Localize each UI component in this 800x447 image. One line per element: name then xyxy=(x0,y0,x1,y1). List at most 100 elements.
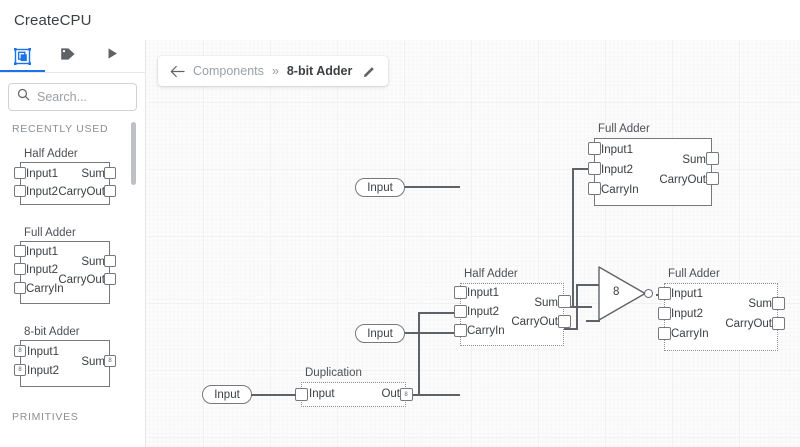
components-tab[interactable] xyxy=(0,40,45,72)
input-pin-3[interactable]: Input xyxy=(202,385,252,404)
breadcrumb: Components » 8-bit Adder xyxy=(158,56,389,86)
wire-segment xyxy=(404,394,460,397)
pin-carryin[interactable] xyxy=(587,182,601,195)
title-bar: CreateCPU xyxy=(0,0,800,40)
pin-label-carryin: CarryIn xyxy=(671,328,709,340)
pin-sum[interactable] xyxy=(771,297,785,310)
library-item-title: Full Adder xyxy=(24,227,76,239)
pin-label-input2: Input2 xyxy=(601,164,633,176)
wire-segment xyxy=(418,312,421,396)
schematic-canvas[interactable]: Components » 8-bit Adder xyxy=(146,40,800,447)
not-gate-label: 8 xyxy=(613,286,620,298)
node-body[interactable]: Input1 Input2 CarryIn Sum CarryOut xyxy=(587,138,719,206)
pin-carryin[interactable] xyxy=(14,282,26,294)
pin-label-sum: Sum xyxy=(682,154,706,166)
pin-label-input1: Input1 xyxy=(27,346,59,358)
input-pin-1[interactable]: Input xyxy=(355,178,405,197)
pin-label-input2: Input2 xyxy=(26,264,58,276)
pin-label-carryin: CarryIn xyxy=(467,325,505,337)
pin-input1[interactable] xyxy=(657,287,671,300)
pencil-icon[interactable] xyxy=(363,65,376,78)
node-body[interactable]: Input1 Input2 CarryIn Sum CarryOut xyxy=(453,283,571,346)
section-recently-used: RECENTLY USED xyxy=(12,123,109,135)
library-item-full-adder[interactable]: Full Adder Input1 Input2 CarryIn Sum Car… xyxy=(0,227,145,304)
node-title: Duplication xyxy=(305,367,362,379)
pin-out[interactable]: 8 xyxy=(399,388,413,401)
pin-input1[interactable] xyxy=(14,167,26,179)
node-half-adder[interactable]: Half Adder Input1 Input2 CarryIn Sum Car… xyxy=(453,268,571,346)
pin-carryout[interactable] xyxy=(705,172,719,185)
breadcrumb-current: 8-bit Adder xyxy=(286,64,353,78)
pin-carryin[interactable] xyxy=(657,327,671,340)
pin-input[interactable] xyxy=(294,388,308,401)
app-title: CreateCPU xyxy=(14,11,92,29)
bus-width-label: 8 xyxy=(108,358,112,364)
node-duplication[interactable]: Duplication Input Out 8 xyxy=(294,367,413,407)
input-pin-label: Input xyxy=(214,388,240,401)
wire-segment xyxy=(576,284,579,330)
node-full-adder-top[interactable]: Full Adder Input1 Input2 CarryIn Sum Car… xyxy=(587,123,719,206)
tags-tab[interactable] xyxy=(45,40,90,72)
run-tab[interactable] xyxy=(90,40,135,72)
pin-input1[interactable] xyxy=(14,245,26,257)
input-pin-label: Input xyxy=(367,181,393,194)
pin-label-input1: Input1 xyxy=(601,144,633,156)
pin-label-sum: Sum xyxy=(81,168,105,180)
node-body[interactable]: Input1 Input2 CarryIn Sum CarryOut xyxy=(657,283,785,351)
pin-sum[interactable] xyxy=(104,167,116,179)
pin-input2[interactable] xyxy=(587,162,601,175)
not-gate[interactable]: 8 xyxy=(596,265,658,323)
wire-segment xyxy=(408,394,424,397)
pin-label-input1: Input1 xyxy=(26,168,58,180)
pin-input2[interactable] xyxy=(453,305,467,318)
wire-segment xyxy=(418,332,460,335)
breadcrumb-parent[interactable]: Components xyxy=(193,64,264,78)
search-input[interactable] xyxy=(37,90,133,104)
node-title: Half Adder xyxy=(464,268,518,280)
sidebar-tabs xyxy=(0,40,145,73)
bus-width-label: 8 xyxy=(18,367,22,373)
node-full-adder-right[interactable]: Full Adder Input1 Input2 CarryIn Sum Car… xyxy=(657,268,785,351)
pin-input1[interactable] xyxy=(453,286,467,299)
pin-input1[interactable]: 8 xyxy=(14,345,26,357)
pin-input2[interactable]: 8 xyxy=(14,364,26,376)
sidebar-scrollbar[interactable] xyxy=(131,122,136,185)
pin-sum[interactable] xyxy=(104,255,116,267)
library-item-half-adder[interactable]: Half Adder Input1 Input2 Sum CarryOut xyxy=(0,148,145,205)
pin-label-input2: Input2 xyxy=(671,308,703,320)
chip-icon xyxy=(14,47,31,65)
sidebar: RECENTLY USED Half Adder Input1 Input2 S… xyxy=(0,40,146,447)
wire-segment xyxy=(564,328,578,331)
pin-input1[interactable] xyxy=(587,142,601,155)
not-gate-bubble xyxy=(644,289,653,298)
pin-label-input2: Input2 xyxy=(467,306,499,318)
wire-segment xyxy=(418,312,460,315)
pin-input2[interactable] xyxy=(14,185,26,197)
pin-input2[interactable] xyxy=(14,263,26,275)
search-box[interactable] xyxy=(8,83,137,111)
pin-carryin[interactable] xyxy=(453,324,467,337)
library-item-8bit-adder[interactable]: 8-bit Adder Input1 Input2 Sum 8 8 8 xyxy=(0,326,145,387)
pin-label-carryout: CarryOut xyxy=(725,318,772,330)
bus-width-label: 8 xyxy=(404,391,408,398)
pin-label-input: Input xyxy=(309,388,335,400)
active-tab-indicator xyxy=(0,69,45,72)
pin-carryout[interactable] xyxy=(104,185,116,197)
pin-carryout[interactable] xyxy=(771,317,785,330)
input-pin-2[interactable]: Input xyxy=(355,324,405,343)
pin-sum[interactable]: 8 xyxy=(104,355,116,367)
node-title: Full Adder xyxy=(668,268,720,280)
arrow-left-icon[interactable] xyxy=(170,65,185,78)
pin-input2[interactable] xyxy=(657,307,671,320)
library-item-title: Half Adder xyxy=(24,148,78,160)
pin-label-carryout: CarryOut xyxy=(511,316,558,328)
node-title: Full Adder xyxy=(598,123,650,135)
node-body[interactable]: Input Out 8 xyxy=(294,382,413,407)
pin-carryout[interactable] xyxy=(104,273,116,285)
wire-segment xyxy=(251,394,296,397)
pin-sum[interactable] xyxy=(705,152,719,165)
input-pin-label: Input xyxy=(367,327,393,340)
pin-carryout[interactable] xyxy=(557,315,571,328)
pin-sum[interactable] xyxy=(557,295,571,308)
